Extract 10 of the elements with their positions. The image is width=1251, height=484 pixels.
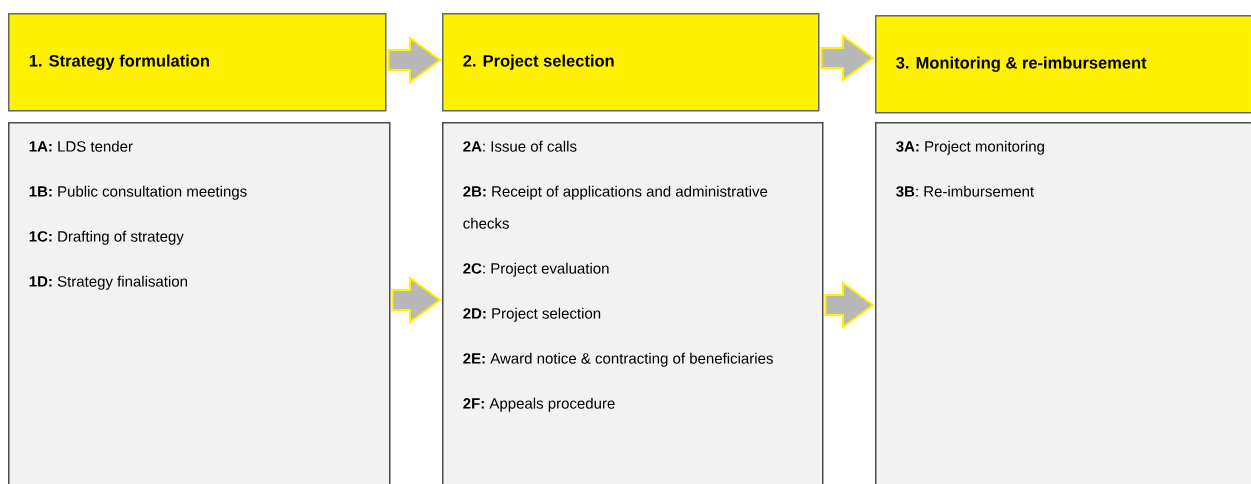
stage-header-box: 3. Monitoring & re-imbursement bbox=[875, 15, 1251, 114]
block-arrow bbox=[391, 276, 442, 324]
block-arrow bbox=[820, 34, 875, 82]
block-arrow bbox=[824, 281, 875, 329]
task-list-box: 3A: Project monitoring 3B: Re-imbursement bbox=[875, 122, 1251, 484]
stage-header-box: 1. Strategy formulation bbox=[8, 13, 387, 112]
block-arrow bbox=[387, 36, 442, 84]
stage-header-box: 2. Project selection bbox=[442, 13, 820, 112]
task-list-box: 2A: Issue of calls 2B: Receipt of applications and administrative checks 2C: Project evaluation 2D: Project selection 2E: Award notice & contracting of beneficiaries 2F: Appeals procedure bbox=[442, 122, 824, 484]
task-list-box: 1A: LDS tender 1B: Public consultation meetings 1C: Drafting of strategy 1D: Strategy finalisation bbox=[8, 122, 391, 484]
